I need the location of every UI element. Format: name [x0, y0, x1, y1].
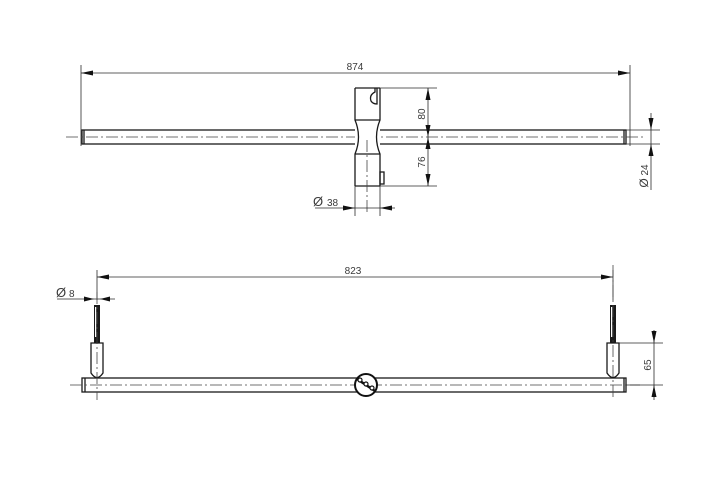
anchor-diameter-dimension: Ø 8: [56, 285, 115, 302]
standoff-height-dimension: 65: [619, 330, 663, 400]
bar-diameter-label: Ø 24: [637, 164, 651, 188]
mount-span-label: 823: [345, 266, 362, 277]
central-clamp: [354, 87, 385, 214]
standoff-height-label: 65: [643, 359, 654, 371]
front-clamp: [354, 373, 378, 397]
clamp-diameter-dimension: Ø 38: [313, 186, 395, 216]
clamp-height-dimensions: 80 76: [380, 87, 437, 187]
upper-height-label: 80: [417, 108, 428, 120]
diameter-symbol-front: Ø: [56, 285, 66, 300]
front-view: 823 Ø 8: [56, 265, 663, 400]
clamp-diameter-label: 38: [327, 198, 339, 209]
bar-diameter-dimension: Ø 24: [626, 113, 660, 190]
top-view: 874: [66, 62, 660, 216]
mount-span-dimension: 823: [96, 266, 614, 300]
overall-length-label: 874: [347, 62, 364, 73]
left-standoff: [90, 292, 104, 400]
overall-length-dimension: 874: [80, 62, 631, 146]
anchor-diameter-label: 8: [69, 289, 75, 300]
diameter-symbol: Ø: [313, 194, 323, 209]
lower-height-label: 76: [417, 156, 428, 168]
right-standoff: [606, 265, 620, 400]
